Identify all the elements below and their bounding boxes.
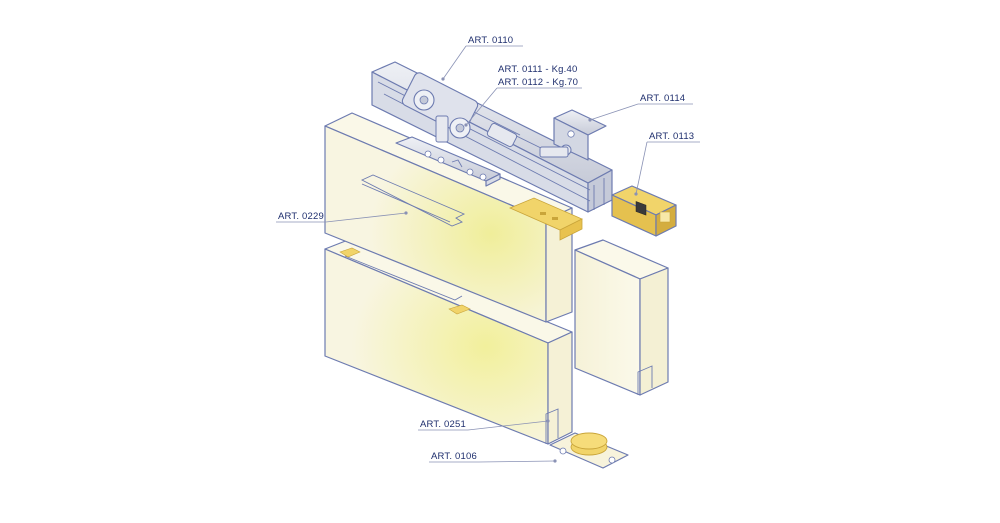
lower-door-panel [324, 239, 573, 445]
label-art-0251: ART. 0251 [420, 419, 466, 430]
rear-door-panel [574, 239, 669, 396]
label-art-0114: ART. 0114 [640, 93, 685, 104]
label-art-0110: ART. 0110 [468, 35, 513, 46]
label-art-0106: ART. 0106 [431, 451, 477, 462]
callout-labels: ART. 0110 ART. 0111 - Kg.40 ART. 0112 - … [278, 35, 694, 462]
label-art-0113: ART. 0113 [649, 131, 694, 142]
upper-door-panel [324, 112, 583, 323]
label-art-0112: ART. 0112 - Kg.70 [498, 77, 578, 88]
end-stop-0113 [611, 185, 677, 237]
callout-leaders [276, 45, 700, 463]
end-bracket-0114 [539, 109, 607, 161]
roller-carriage [401, 72, 518, 148]
label-art-0111: ART. 0111 - Kg.40 [498, 64, 577, 75]
floor-guide-0106 [549, 432, 629, 469]
guide-strip-0229 [360, 174, 466, 227]
hanger-plate [395, 136, 501, 187]
label-art-0229: ART. 0229 [278, 211, 324, 222]
